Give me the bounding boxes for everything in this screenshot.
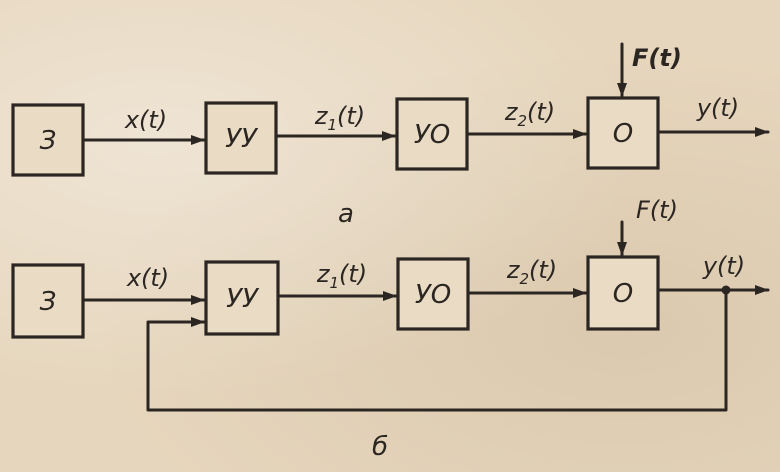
- block-b-controller: [204, 260, 280, 336]
- signal-b-z1-arg: (t): [339, 260, 367, 288]
- block-a-source-label: З: [40, 126, 57, 156]
- branch-point: [721, 285, 731, 295]
- signal-b-z1: z1(t): [316, 260, 367, 292]
- signal-b-z1-sub: 1: [329, 274, 339, 292]
- wire-b-feedback: [146, 289, 728, 412]
- signal-a-z2: z2(t): [504, 98, 555, 130]
- signal-a-z1: z1(t): [314, 102, 365, 134]
- signal-a-z2-arg: (t): [527, 98, 555, 126]
- block-a-actuator-label: УО: [414, 120, 450, 150]
- block-b-plant: [586, 255, 660, 331]
- signal-a-x: x(t): [124, 106, 167, 134]
- caption-a: а: [338, 199, 354, 229]
- block-a-controller-label: УУ: [225, 124, 259, 154]
- diagram-b: З УУ УО О x(t) z1(t) z2(t) y(t) F(t): [11, 196, 770, 462]
- block-a-actuator: [395, 97, 469, 171]
- signal-a-z2-sub: 2: [517, 112, 527, 130]
- block-b-actuator: [396, 257, 470, 331]
- signal-b-z2-main: z: [506, 256, 521, 284]
- signal-a-z1-arg: (t): [337, 102, 365, 130]
- block-b-controller-label: УУ: [226, 284, 260, 314]
- signal-b-disturbance: F(t): [636, 196, 678, 224]
- signal-a-disturbance: F(t): [632, 44, 682, 72]
- signal-b-z2: z2(t): [506, 256, 557, 288]
- block-b-source: [11, 263, 85, 339]
- signal-a-z1-main: z: [314, 102, 329, 130]
- signal-b-z2-sub: 2: [519, 270, 529, 288]
- signal-b-z2-arg: (t): [529, 256, 557, 284]
- caption-b: б: [372, 432, 388, 462]
- signal-b-x: x(t): [126, 264, 169, 292]
- signal-b-z1-main: z: [316, 260, 331, 288]
- block-a-source: [11, 103, 85, 177]
- block-b-source-label: З: [40, 287, 57, 317]
- block-a-controller: [204, 101, 278, 175]
- block-b-plant-label: О: [613, 279, 633, 309]
- block-b-actuator-label: УО: [415, 280, 451, 310]
- signal-a-y: y(t): [696, 94, 739, 122]
- signal-a-z1-sub: 1: [327, 116, 337, 134]
- signal-b-y: y(t): [702, 252, 745, 280]
- block-a-plant-label: О: [613, 119, 633, 149]
- signal-a-z2-main: z: [504, 98, 519, 126]
- diagram-a: З УУ УО О x(t) z1(t) z2(t) y(t) F(t) а: [11, 42, 770, 229]
